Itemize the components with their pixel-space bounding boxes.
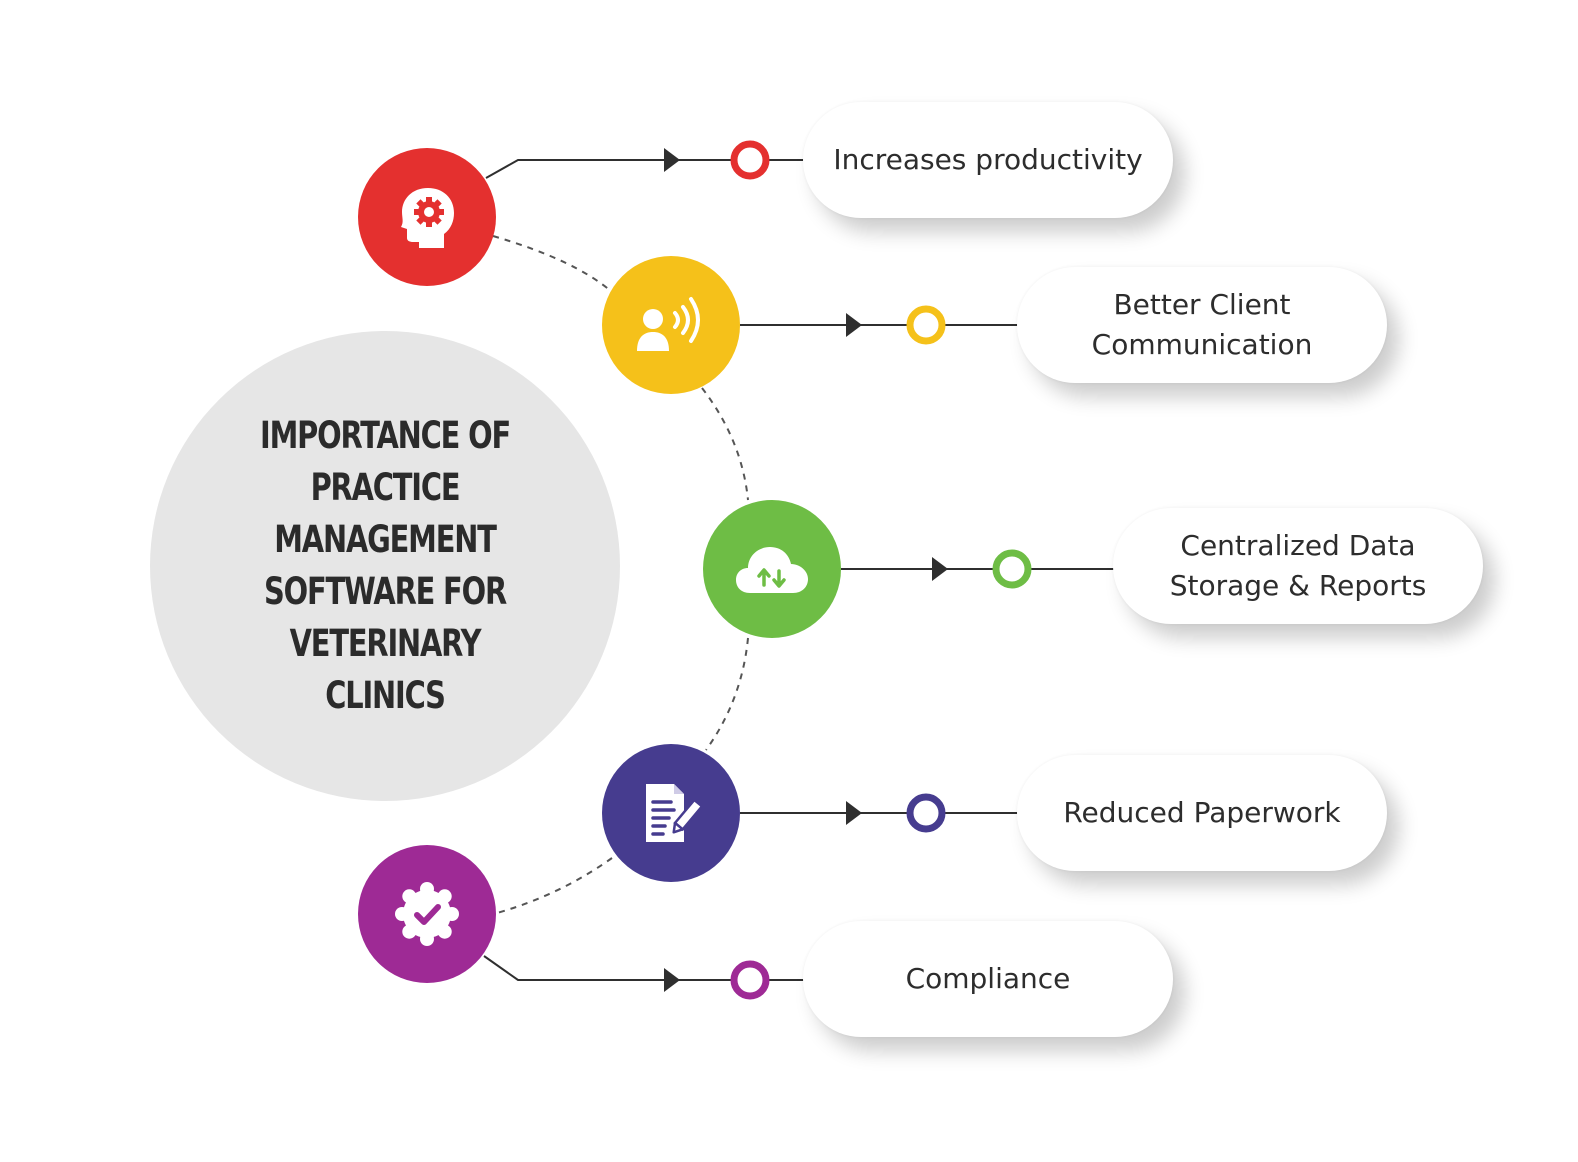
- document-pen-icon: [646, 784, 704, 842]
- node-productivity: [358, 148, 496, 286]
- cloud-sync-icon: [736, 547, 808, 593]
- node-compliance: [358, 845, 496, 983]
- connector-row-3: [841, 549, 1114, 589]
- pill-communication: Better Client Communication: [1017, 267, 1387, 383]
- pill-label: Centralized Data Storage & Reports: [1169, 529, 1427, 602]
- center-circle: IMPORTANCE OF PRACTICE MANAGEMENT SOFTWA…: [150, 331, 620, 801]
- node-paperwork: [602, 744, 740, 882]
- dashed-arc: [492, 235, 749, 914]
- pill-label: Increases productivity: [833, 143, 1143, 176]
- node-storage: [703, 500, 841, 638]
- head-gear-icon: [401, 188, 454, 248]
- pill-paperwork: Reduced Paperwork: [1017, 755, 1387, 871]
- connector-row-5: [483, 955, 805, 1000]
- pill-label: Better Client Communication: [1091, 288, 1313, 361]
- badge-check-icon: [395, 882, 459, 946]
- pill-label: Compliance: [905, 962, 1071, 995]
- connector-row-1: [485, 140, 805, 180]
- diagram-title: IMPORTANCE OF PRACTICE MANAGEMENT SOFTWA…: [260, 414, 511, 717]
- connector-row-2: [740, 305, 1018, 345]
- speaker-person-icon: [637, 297, 700, 351]
- pill-productivity: Increases productivity: [803, 102, 1173, 218]
- pill-storage: Centralized Data Storage & Reports: [1113, 508, 1483, 624]
- pill-label: Reduced Paperwork: [1063, 796, 1341, 829]
- pill-compliance: Compliance: [803, 921, 1173, 1037]
- connector-row-4: [740, 793, 1018, 833]
- node-communication: [602, 256, 740, 394]
